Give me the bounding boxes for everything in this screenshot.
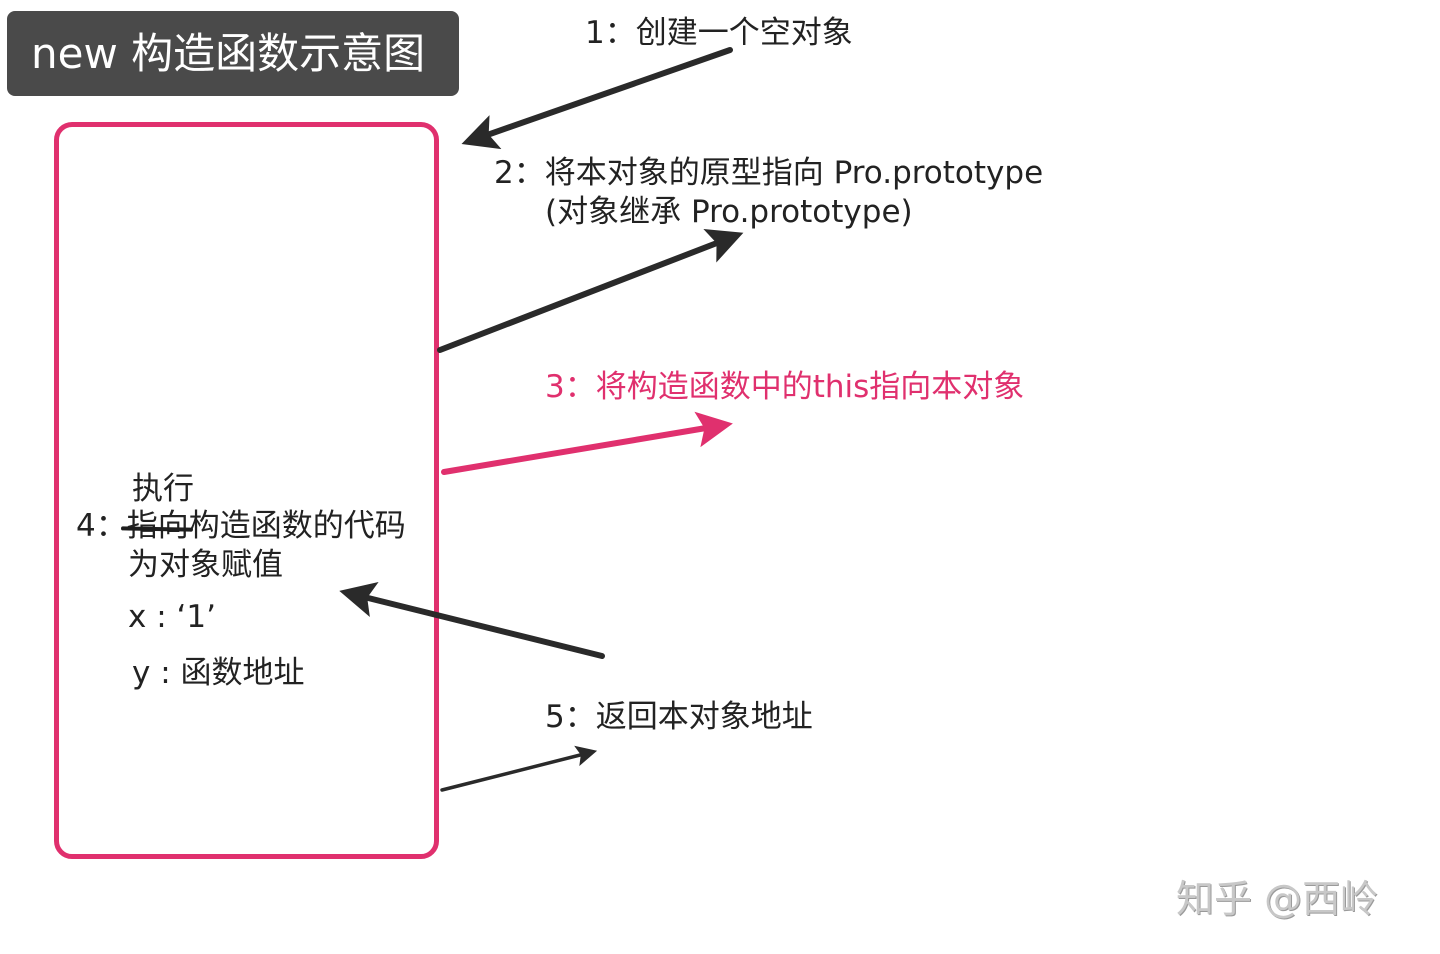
- new-object-box: [54, 122, 439, 859]
- step-4-line1: 4：指向构造函数的代码: [76, 507, 406, 546]
- step-4-prefix: 4：: [76, 508, 127, 544]
- step-4-line1-rest: 构造函数的代码: [188, 508, 406, 544]
- arrow-box-to-step3-icon: [441, 411, 733, 475]
- prop-x-value: ‘1’: [176, 599, 216, 635]
- prop-x-key: x: [128, 599, 147, 635]
- prop-y-key: y: [132, 655, 151, 691]
- arrow-box-to-step5-icon: [440, 745, 598, 792]
- diagram-title: new 构造函数示意图: [7, 11, 459, 96]
- step-4-above-text: 执行: [132, 471, 194, 507]
- step-3-label: 3：将构造函数中的this指向本对象: [545, 369, 1025, 405]
- prop-x: x : ‘1’: [128, 598, 216, 637]
- arrow-step5-to-assign-icon: [339, 582, 605, 659]
- watermark: 知乎 @西岭: [1176, 877, 1379, 921]
- prop-y: y : 函数地址: [132, 654, 305, 693]
- step-1-label: 1：创建一个空对象: [585, 15, 853, 51]
- prop-y-value: 函数地址: [180, 655, 305, 691]
- prop-x-sep: :: [146, 599, 177, 635]
- struck-text: 指向: [126, 508, 189, 544]
- step-2-sublabel: (对象继承 Pro.prototype): [545, 194, 913, 230]
- arrow-step1-to-box-icon: [461, 47, 733, 150]
- step-5-label: 5：返回本对象地址: [545, 699, 813, 735]
- step-2-label: 2：将本对象的原型指向 Pro.prototype: [494, 155, 1044, 191]
- step-4-line2: 为对象赋值: [128, 547, 283, 583]
- arrow-box-to-step2-icon: [437, 228, 744, 353]
- prop-y-sep: :: [150, 655, 181, 691]
